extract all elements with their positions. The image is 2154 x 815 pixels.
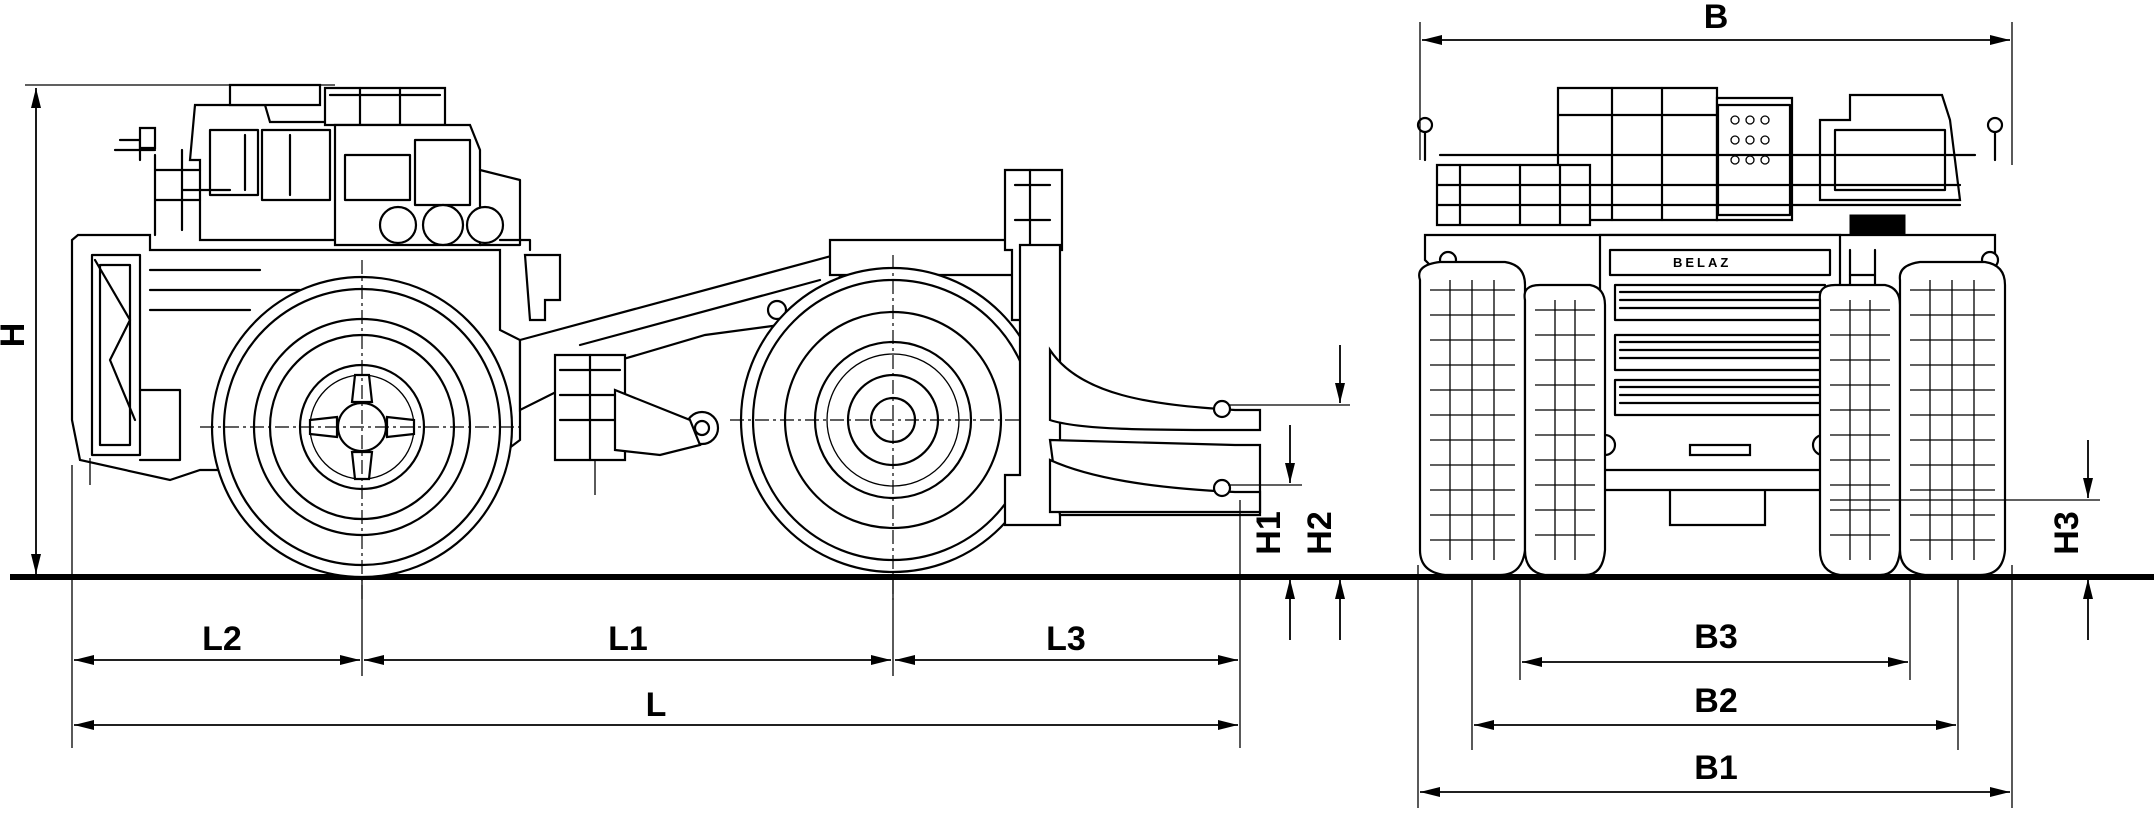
label-h3: H3 [2048, 511, 2086, 554]
front-hitch [1003, 168, 1262, 527]
front-cab [1435, 86, 1977, 241]
front-tyres [1418, 260, 2007, 577]
front-wheel [730, 238, 1055, 600]
brand-badge: BELAZ [1673, 255, 1731, 270]
label-b3: B3 [1694, 618, 1737, 656]
rear-wheel [200, 260, 525, 600]
label-h2: H2 [1301, 511, 1339, 554]
tyre-tread-pattern [1430, 280, 1995, 560]
cab [113, 83, 562, 322]
side-view [70, 83, 1262, 600]
label-h1: H1 [1250, 511, 1288, 554]
front-view: BELAZ [1416, 86, 2007, 577]
dimension-labels: H L2 L1 L3 L H1 H2 B B3 B2 B1 H3 [0, 0, 2086, 787]
label-l3: L3 [1046, 620, 1086, 658]
label-l: L [646, 686, 667, 724]
label-b2: B2 [1694, 682, 1737, 720]
label-l2: L2 [202, 620, 242, 658]
frame [518, 253, 847, 495]
label-h: H [0, 323, 32, 348]
label-b: B [1704, 0, 1729, 36]
dimension-lines [25, 22, 2100, 808]
label-b1: B1 [1694, 749, 1737, 787]
label-l1: L1 [608, 620, 648, 658]
